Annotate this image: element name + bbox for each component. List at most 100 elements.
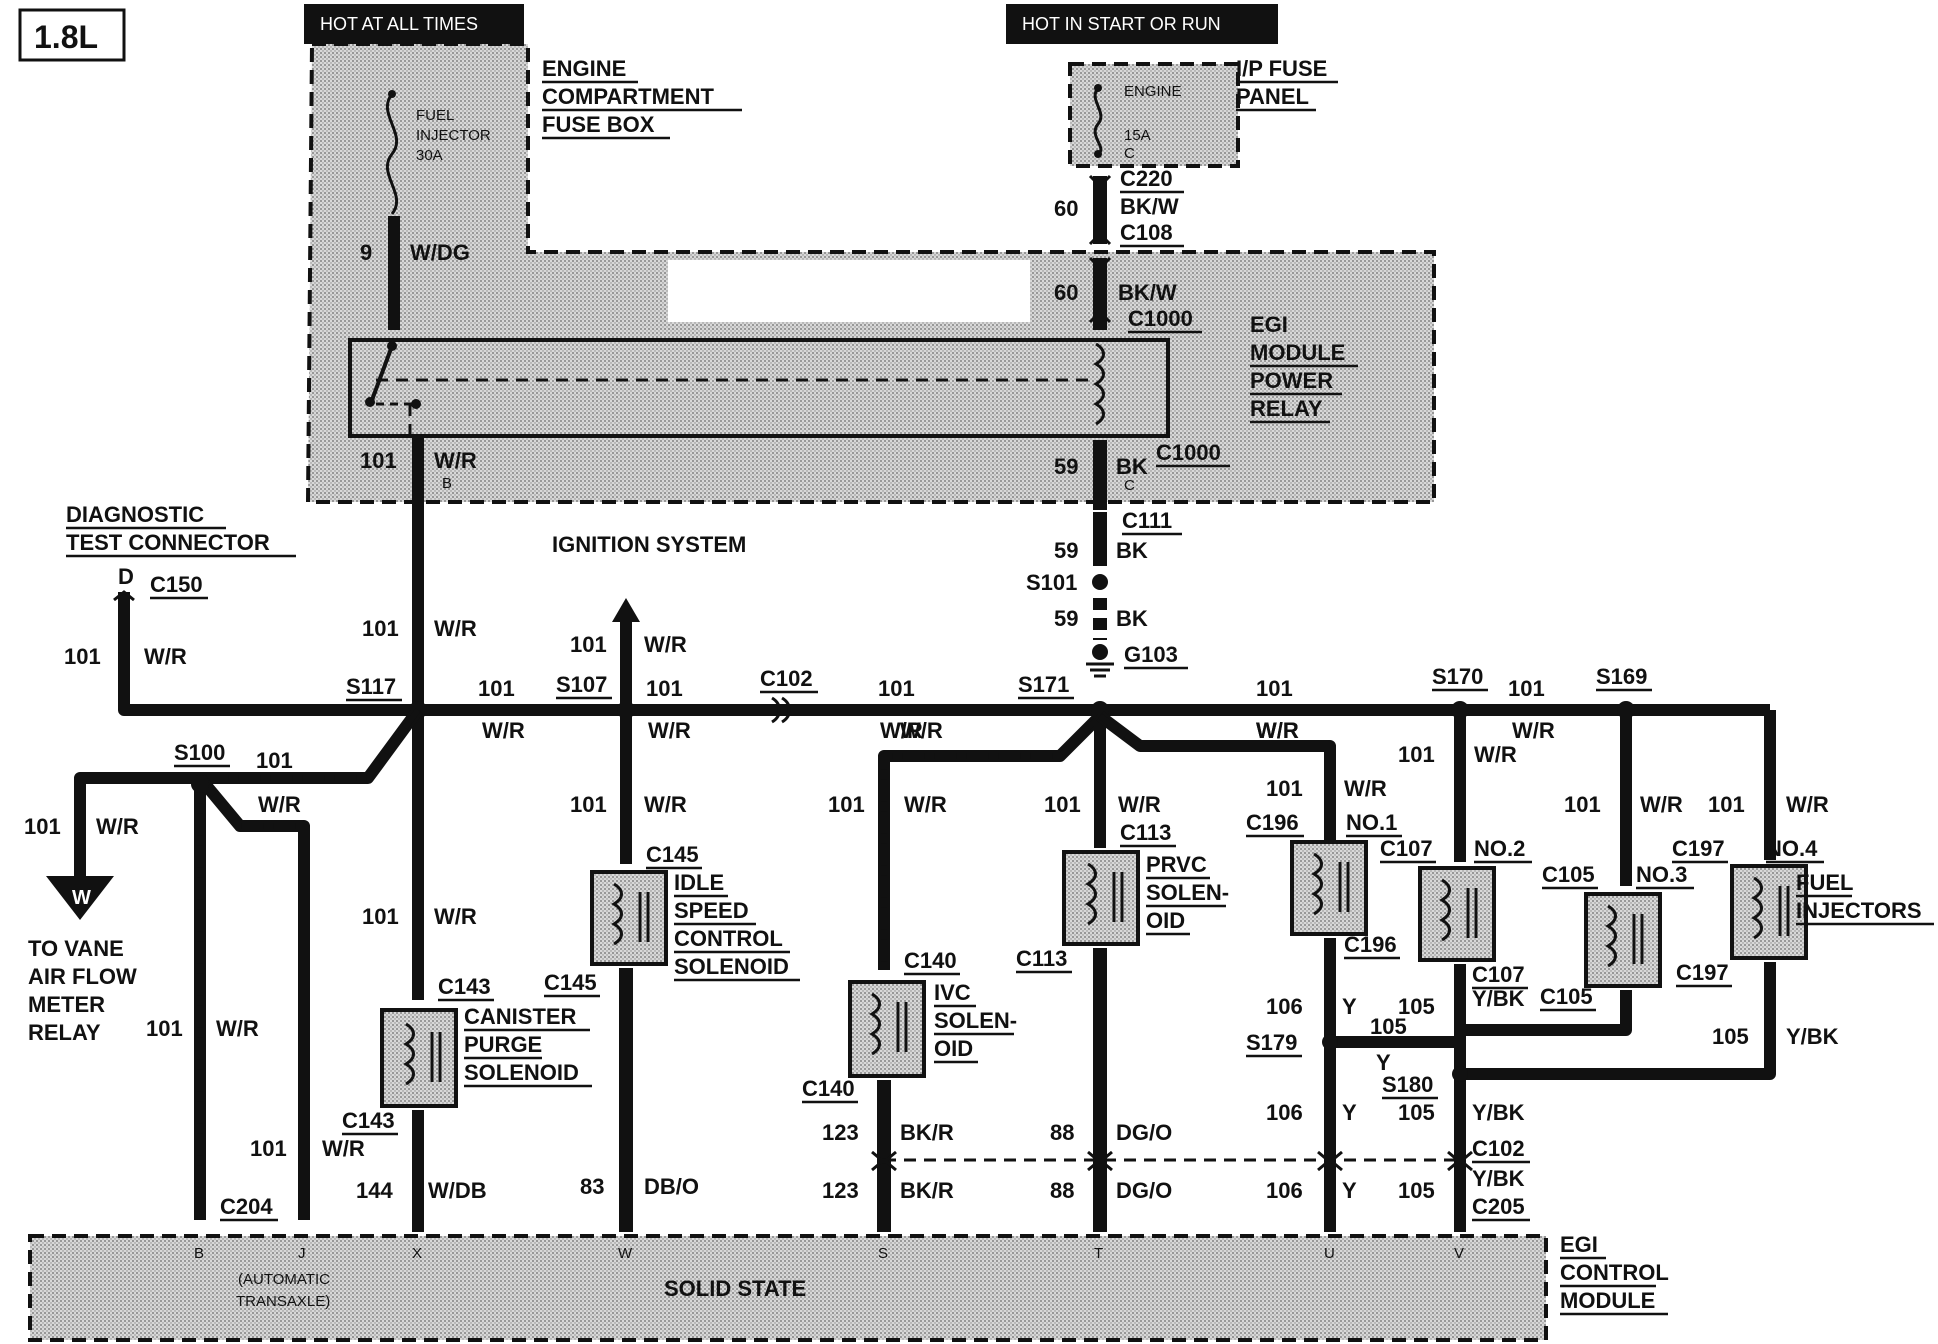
- color-bk-w-lower: BK/W: [1118, 280, 1177, 305]
- circuit-105-inj4: 105: [1712, 1024, 1749, 1049]
- blank-label-area: [668, 260, 1030, 322]
- canister-coil-icon: [403, 1022, 442, 1086]
- color-y-bk-inj2: Y/BK: [1472, 986, 1525, 1011]
- color-w-r-ignition: W/R: [644, 632, 687, 657]
- color-bk-lower: BK: [1116, 606, 1148, 631]
- splice-s180-icon: [1452, 1066, 1468, 1082]
- fuel-injector-no3: [1584, 892, 1662, 988]
- svg-text:EGI: EGI: [1560, 1232, 1598, 1257]
- circuit-101-j: 101: [250, 1136, 287, 1161]
- connector-c113-bottom: C113: [1016, 946, 1067, 971]
- hot-at-all-times-header: HOT AT ALL TIMES: [304, 4, 524, 44]
- connector-c197-top: C197: [1672, 836, 1725, 861]
- connector-c220: C220: [1120, 166, 1173, 191]
- engine-badge: 1.8L: [18, 8, 126, 62]
- c220-c108-connector-icon: [1088, 174, 1112, 246]
- svg-text:FUSE BOX: FUSE BOX: [542, 112, 655, 137]
- injector-no1-label: NO.1: [1346, 810, 1397, 835]
- splice-s169: S169: [1596, 664, 1647, 689]
- circuit-88-lower: 88: [1050, 1178, 1074, 1203]
- connector-c140-top: C140: [904, 948, 957, 973]
- connector-c197-bottom: C197: [1676, 960, 1729, 985]
- circuit-101-inj4: 101: [1708, 792, 1745, 817]
- diagnostic-label-1: DIAGNOSTIC: [66, 502, 204, 527]
- svg-text:TRANSAXLE): TRANSAXLE): [236, 1293, 330, 1310]
- c102-inline-connector-icon: [771, 696, 791, 724]
- color-dg-o-upper: DG/O: [1116, 1120, 1172, 1145]
- color-w-r-relay: W/R: [434, 448, 477, 473]
- connector-c113-top: C113: [1120, 820, 1171, 845]
- splice-s117: S117: [346, 674, 396, 699]
- svg-text:HOT IN START OR RUN: HOT IN START OR RUN: [1022, 14, 1221, 34]
- circuit-9: 9: [360, 240, 372, 265]
- connector-c143-bottom: C143: [342, 1108, 395, 1133]
- circuit-60-upper: 60: [1054, 196, 1078, 221]
- fuel-injectors-label-2: INJECTORS: [1796, 898, 1922, 923]
- connector-c102-bus: C102: [760, 666, 813, 691]
- color-y-bk-c102: Y/BK: [1472, 1166, 1525, 1191]
- fuse-rating-label: 30A: [416, 147, 443, 164]
- circuit-105-lower: 105: [1398, 1178, 1435, 1203]
- engine-fuse-pin: C: [1124, 145, 1135, 162]
- circuit-59-relay: 59: [1054, 454, 1078, 479]
- circuit-101-bus-e: 101: [1508, 676, 1545, 701]
- circuit-59-mid: 59: [1054, 538, 1078, 563]
- circuit-101-bus-d: 101: [1256, 676, 1293, 701]
- color-w-r-bus-b: W/R: [648, 718, 691, 743]
- injector-no2-label: NO.2: [1474, 836, 1525, 861]
- relay-pin-b: B: [442, 475, 452, 492]
- color-w-r-prvc: W/R: [1118, 792, 1161, 817]
- injector-no3-label: NO.3: [1636, 862, 1687, 887]
- connector-c196-top: C196: [1246, 810, 1299, 835]
- to-vane-label-3: METER: [28, 992, 105, 1017]
- color-w-dg: W/DG: [410, 240, 470, 265]
- color-bk-relay: BK: [1116, 454, 1148, 479]
- wire-101-ivc: [881, 713, 1103, 970]
- svg-text:J: J: [298, 1245, 306, 1262]
- circuit-123-lower: 123: [822, 1178, 859, 1203]
- injector-no4-label: NO.4: [1766, 836, 1818, 861]
- circuit-144: 144: [356, 1178, 393, 1203]
- fuse-fuel-label: FUEL: [416, 107, 454, 124]
- connector-c107-bottom: C107: [1472, 962, 1525, 987]
- wire-101-bus: [118, 510, 1776, 1000]
- connector-c107-top: C107: [1380, 836, 1433, 861]
- canister-label-1: CANISTER: [464, 1004, 577, 1029]
- to-vane-arrow-icon: [46, 876, 114, 920]
- to-vane-label-1: TO VANE: [28, 936, 124, 961]
- splice-s107: S107: [556, 672, 607, 697]
- engine-fuse-rating: 15A: [1124, 127, 1151, 144]
- fuel-injector-no4: [1730, 864, 1808, 960]
- connector-c105-bottom: C105: [1540, 984, 1593, 1009]
- to-vane-label-4: RELAY: [28, 1020, 101, 1045]
- circuit-106-upper: 106: [1266, 994, 1303, 1019]
- circuit-105-inj2: 105: [1398, 994, 1435, 1019]
- fuel-injectors-label-1: FUEL: [1796, 870, 1853, 895]
- connector-c205: C205: [1472, 1194, 1525, 1219]
- svg-text:POWER: POWER: [1250, 368, 1333, 393]
- fuse-injector-label: INJECTOR: [416, 127, 491, 144]
- c150-connector-icon: [113, 590, 135, 602]
- circuit-101-ivc: 101: [828, 792, 865, 817]
- canister-label-3: SOLENOID: [464, 1060, 579, 1085]
- circuit-101-relay: 101: [360, 448, 397, 473]
- prvc-coil-icon: [1085, 862, 1124, 926]
- ip-fuse-panel: [1068, 62, 1240, 168]
- connector-c111: C111: [1122, 508, 1172, 533]
- svg-text:MODULE: MODULE: [1560, 1288, 1655, 1313]
- color-y-upper: Y: [1342, 994, 1357, 1019]
- color-w-r-inj2: W/R: [1474, 742, 1517, 767]
- splice-s180: S180: [1382, 1072, 1433, 1097]
- color-y-bk-inj4: Y/BK: [1786, 1024, 1839, 1049]
- color-w-r-ivc-top: W/R: [900, 718, 943, 743]
- wire-101-s100: [74, 706, 423, 1220]
- relay-coil-icon: [1093, 342, 1105, 426]
- color-w-r-bus-c: W/R: [880, 718, 923, 743]
- circuit-101-vane: 101: [24, 814, 61, 839]
- prvc-label-2: SOLEN-: [1146, 880, 1229, 905]
- circuit-106-mid: 106: [1266, 1100, 1303, 1125]
- color-bk-r-upper: BK/R: [900, 1120, 954, 1145]
- engine-fuse-icon: [1093, 84, 1103, 158]
- connector-c196-bottom: C196: [1344, 932, 1397, 957]
- circuit-101-canister: 101: [362, 904, 399, 929]
